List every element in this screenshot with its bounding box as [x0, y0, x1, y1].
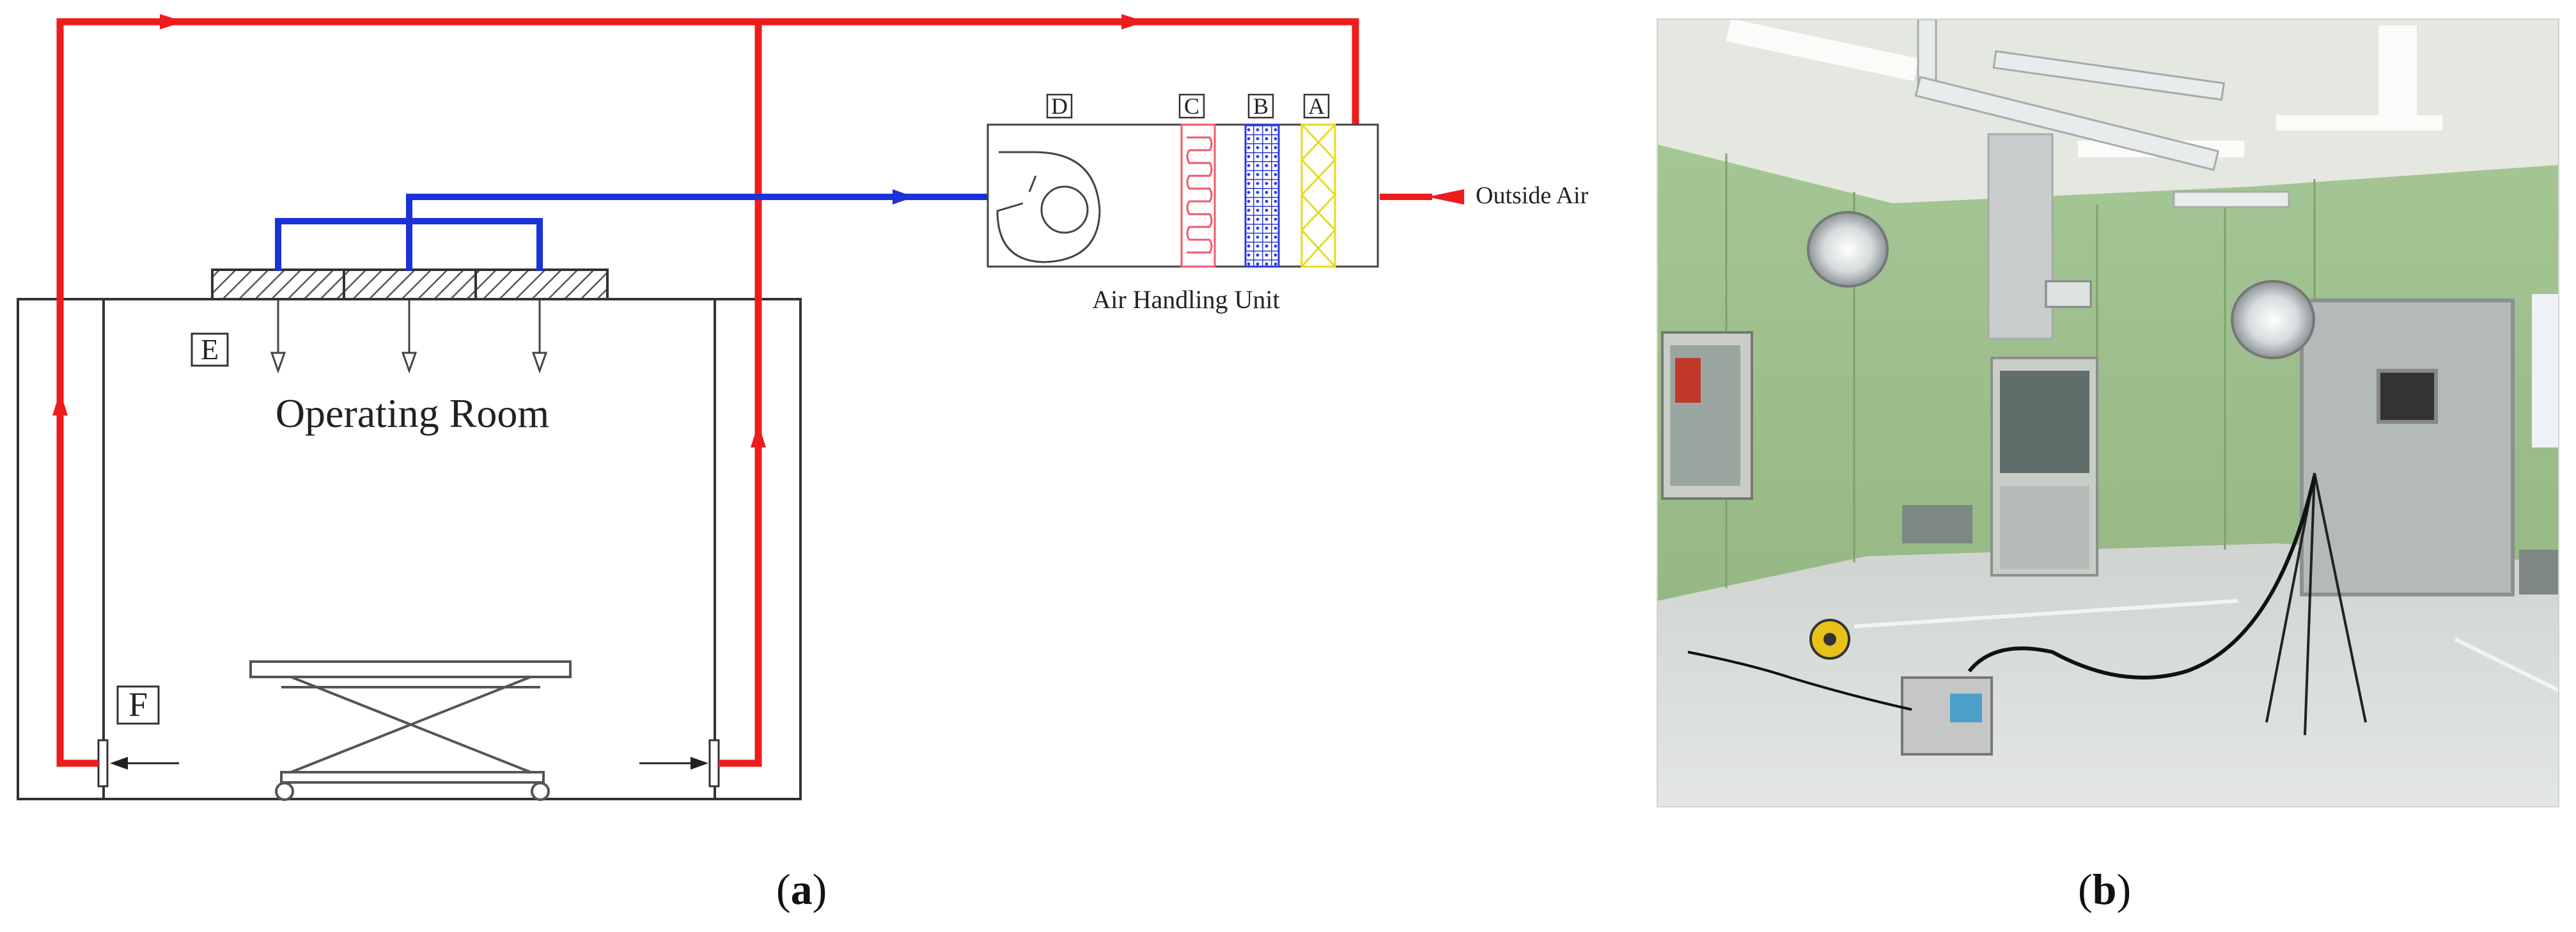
supply-air-duct: [275, 194, 990, 271]
supply-air-arrow: [893, 189, 914, 205]
label-d: D: [1051, 93, 1068, 119]
primary-filter-icon: [1300, 123, 1337, 268]
caption-a-open: (: [776, 865, 791, 913]
label-f-box: [116, 685, 160, 725]
heating-coil-icon: [1180, 123, 1216, 268]
operating-room-label: Operating Room: [276, 391, 549, 436]
label-e: E: [201, 333, 219, 366]
label-b: B: [1253, 93, 1268, 119]
label-f: F: [129, 685, 148, 724]
outside-air-label: Outside Air: [1476, 182, 1589, 209]
ahu-letter-labels: D C B A: [1046, 93, 1330, 119]
caption-a-close: ): [812, 865, 827, 913]
caption-b-open: (: [2078, 865, 2093, 913]
return-air-arrows: [52, 14, 1146, 447]
fan-icon: [996, 151, 1101, 263]
label-a: A: [1308, 93, 1325, 119]
label-d-box: [1046, 93, 1073, 119]
caption-a: (a): [776, 864, 827, 915]
label-b-box: [1247, 93, 1274, 119]
air-handling-unit-label: Air Handling Unit: [1092, 285, 1279, 314]
supply-down-arrows: [270, 300, 548, 374]
label-c: C: [1184, 93, 1199, 119]
caption-b: (b): [2078, 864, 2131, 915]
return-air-duct: [56, 18, 1359, 767]
label-a-box: [1303, 93, 1330, 119]
medium-filter-icon: [1244, 123, 1280, 268]
operating-room-photo: [1657, 19, 2559, 807]
caption-a-letter: a: [790, 865, 813, 913]
label-c-box: [1178, 93, 1205, 119]
label-e-box: [191, 332, 229, 367]
caption-b-close: ): [2116, 865, 2132, 913]
hepa-diffuser-icon: [211, 268, 609, 300]
caption-b-letter: b: [2092, 865, 2117, 913]
air-handling-unit: [987, 123, 1379, 268]
panel-a-schematic: E Operating Room F: [17, 14, 1589, 801]
operating-table-icon: [249, 660, 572, 801]
